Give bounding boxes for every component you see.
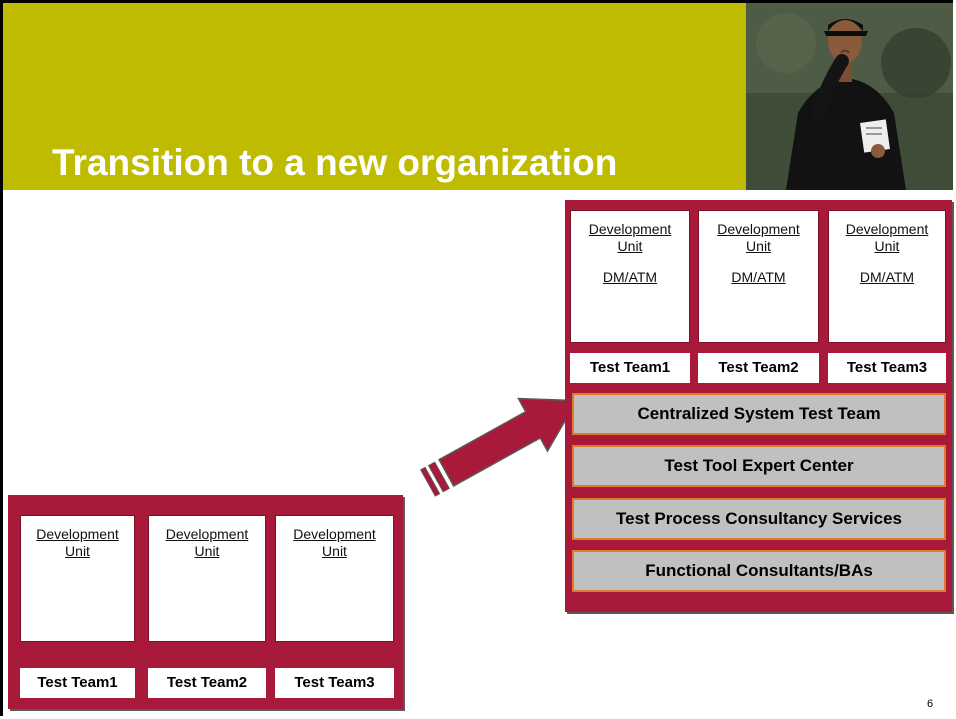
test-tool-expert-center-box: Test Tool Expert Center bbox=[572, 445, 946, 487]
new-organization-panel: Development Unit DM/ATM Development Unit… bbox=[565, 200, 952, 612]
centralized-system-test-team-box: Centralized System Test Team bbox=[572, 393, 946, 435]
title-banner bbox=[3, 3, 746, 190]
test-team-box: Test Team2 bbox=[148, 668, 266, 698]
development-unit-label: Unit bbox=[874, 238, 900, 254]
development-unit-label: Unit bbox=[617, 238, 643, 254]
development-unit-label: Development bbox=[36, 526, 119, 542]
development-unit-box: Development Unit DM/ATM bbox=[698, 210, 819, 343]
development-unit-label: Unit bbox=[322, 543, 347, 559]
test-team-box: Test Team3 bbox=[275, 668, 394, 698]
test-team-box: Test Team1 bbox=[20, 668, 135, 698]
development-unit-label: Development bbox=[717, 221, 800, 237]
dm-atm-label: DM/ATM bbox=[859, 269, 915, 285]
development-unit-box: Development Unit bbox=[148, 515, 266, 642]
dm-atm-label: DM/ATM bbox=[731, 269, 786, 285]
development-unit-label: Development bbox=[165, 526, 249, 542]
test-team-box: Test Team1 bbox=[570, 353, 690, 383]
development-unit-box: Development Unit DM/ATM bbox=[828, 210, 946, 343]
development-unit-box: Development Unit bbox=[20, 515, 135, 642]
functional-consultants-box: Functional Consultants/BAs bbox=[572, 550, 946, 592]
test-process-consultancy-box: Test Process Consultancy Services bbox=[572, 498, 946, 540]
development-unit-label: Development bbox=[845, 221, 929, 237]
development-unit-label: Unit bbox=[746, 238, 771, 254]
development-unit-label: Unit bbox=[194, 543, 220, 559]
dm-atm-label: DM/ATM bbox=[602, 269, 658, 285]
slide-title: Transition to a new organization bbox=[52, 142, 618, 183]
transition-arrow-icon bbox=[420, 397, 578, 497]
current-organization-panel: Development Unit Development Unit Develo… bbox=[8, 495, 403, 709]
test-team-box: Test Team3 bbox=[828, 353, 946, 383]
development-unit-box: Development Unit bbox=[275, 515, 394, 642]
page-number: 6 bbox=[927, 698, 934, 710]
development-unit-label: Unit bbox=[65, 543, 90, 559]
test-team-box: Test Team2 bbox=[698, 353, 819, 383]
development-unit-box: Development Unit DM/ATM bbox=[570, 210, 690, 343]
header-divider bbox=[3, 190, 953, 192]
golfer-photo bbox=[746, 3, 953, 190]
development-unit-label: Development bbox=[293, 526, 376, 542]
development-unit-label: Development bbox=[588, 221, 672, 237]
